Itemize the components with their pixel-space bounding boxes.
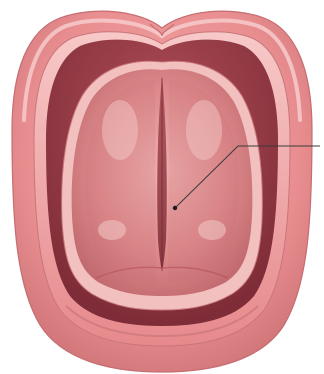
tongue-highlight-low-right — [198, 220, 226, 240]
callout-pointer-dot — [173, 206, 177, 210]
tongue-highlight-low-left — [98, 220, 126, 240]
tongue-highlight-right — [186, 100, 222, 160]
tongue-highlight-left — [102, 100, 138, 160]
